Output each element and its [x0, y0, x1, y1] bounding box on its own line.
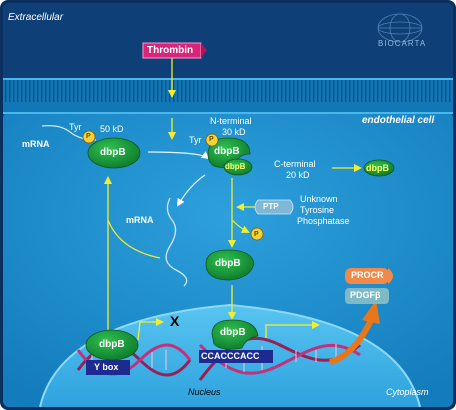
ptp-box	[254, 199, 294, 215]
ybox-label: Y box	[94, 362, 119, 372]
promoter-activation-arrow	[265, 321, 320, 338]
dbpb-c-terminal-released	[363, 159, 395, 177]
p-label-n-terminal: P	[209, 136, 214, 143]
dbpb-c-fragment	[223, 158, 253, 176]
phosphate-n-terminal	[205, 133, 219, 147]
thrombin-label: Thrombin	[147, 45, 194, 56]
nucleus-label: Nucleus	[188, 387, 221, 397]
dbpb-c-terminal-label: dbpB	[366, 163, 389, 173]
pdgf-box	[345, 288, 389, 304]
dbpb-n-terminal	[207, 137, 251, 168]
promoter-sequence-label: CCACCCACC	[201, 351, 260, 361]
cleavage-arrow	[147, 151, 210, 160]
procr-box	[345, 268, 393, 284]
dbpb-dephosphorylated	[205, 249, 255, 281]
extracellular-label: Extracellular	[8, 12, 64, 23]
ptp-desc-line3: Phosphatase	[297, 216, 350, 226]
n-terminal-label: N-terminal	[210, 116, 252, 126]
mrna-label-free: mRNA	[126, 215, 154, 225]
dbpb-promoter-bound	[211, 319, 259, 350]
blocked-x-mark: X	[170, 313, 180, 329]
phosphate-released	[250, 227, 264, 241]
feedback-arc	[107, 219, 161, 259]
promoter-box	[199, 350, 273, 363]
biocarta-logo	[377, 13, 423, 43]
dbpb-dephosphorylated-label: dbpB	[215, 258, 241, 269]
thrombin-box	[142, 42, 207, 59]
mrna-label-left: mRNA	[22, 139, 50, 149]
cytoplasm-label: Cytoplasm	[386, 387, 429, 397]
dbpb-left-complex	[87, 137, 141, 169]
logo-text: BIOCARTA	[378, 39, 427, 48]
tyr-label-left: Tyr	[69, 122, 82, 132]
ptp-label: PTP	[263, 202, 279, 211]
n-terminal-size: 30 kD	[222, 127, 246, 137]
dbpb-promoter-label: dbpB	[220, 327, 246, 338]
phosphate-left	[82, 130, 96, 144]
ybox-blocked-arrow	[137, 318, 164, 341]
c-terminal-size: 20 kD	[286, 170, 310, 180]
c-terminal-label: C-terminal	[274, 159, 316, 169]
dbpb-ybox-bound	[85, 329, 139, 361]
p-label-released: P	[254, 231, 259, 238]
mrna-strand-free	[165, 197, 188, 287]
cell-membrane	[3, 78, 453, 114]
dbpb-ybox-label: dbpB	[99, 339, 125, 350]
tyr-label-n-terminal: Tyr	[189, 135, 202, 145]
p-label-left: P	[86, 133, 91, 140]
ptp-desc-line2: Tyrosine	[300, 205, 335, 215]
size-50kd-label: 50 kD	[100, 124, 124, 134]
procr-label: PROCR	[351, 270, 384, 280]
endothelial-cell-label: endothelial cell	[362, 115, 435, 126]
ybox-box	[86, 360, 130, 375]
dbpb-c-fragment-label: dbpB	[225, 162, 246, 171]
mrna-release-arrow	[176, 174, 206, 207]
ptp-desc-line1: Unknown	[300, 194, 338, 204]
target-gene-arrow	[329, 316, 375, 365]
dbpb-n-terminal-label: dbpB	[214, 146, 240, 157]
phosphate-release-arrow	[231, 219, 250, 233]
pdgf-label: PDGFβ	[350, 290, 381, 300]
dbpb-left-label: dbpB	[100, 147, 126, 158]
